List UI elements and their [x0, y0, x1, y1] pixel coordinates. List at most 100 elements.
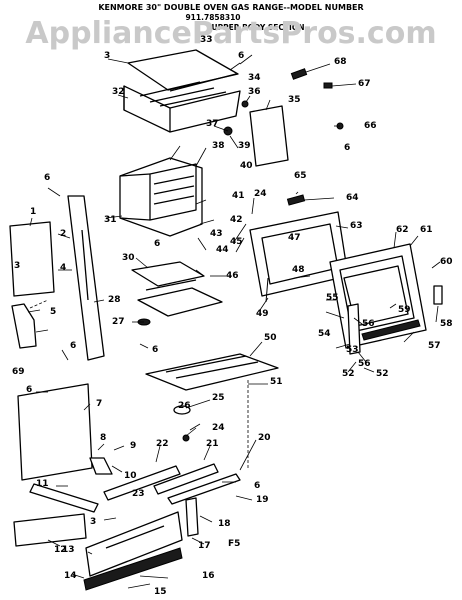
callout-44: 44 — [216, 245, 229, 255]
callout-52: 52 — [376, 369, 389, 379]
callout-28: 28 — [108, 295, 121, 305]
callout-39: 39 — [238, 141, 251, 151]
callout-31: 31 — [104, 215, 117, 225]
callout-3: 3 — [14, 261, 20, 271]
callout-4: 4 — [60, 263, 66, 273]
callout-40: 40 — [240, 161, 253, 171]
callout-1: 1 — [30, 207, 36, 217]
callout-6: 6 — [44, 173, 50, 183]
callout-55: 55 — [326, 293, 339, 303]
callout-21: 21 — [206, 439, 219, 449]
glass-door-assembly — [329, 243, 443, 355]
callout-56: 56 — [362, 319, 375, 329]
oven-liner — [119, 157, 203, 237]
callout-45: 45 — [230, 237, 243, 247]
callout-labels: 1233345666666667891011121314151617181920… — [12, 35, 453, 597]
callout-6: 6 — [26, 385, 32, 395]
callout-48: 48 — [292, 265, 305, 275]
callout-27: 27 — [112, 317, 125, 327]
callout-6: 6 — [152, 345, 158, 355]
callout-12: 12 — [54, 545, 67, 555]
clip-8 — [89, 457, 113, 475]
lower-side-panel-7 — [17, 383, 93, 481]
callout-49: 49 — [256, 309, 269, 319]
callout-63: 63 — [350, 221, 363, 231]
bracket-17 — [185, 497, 199, 537]
callout-25: 25 — [212, 393, 225, 403]
callout-20: 20 — [258, 433, 271, 443]
callout-9: 9 — [130, 441, 136, 451]
callout-30: 30 — [122, 253, 135, 263]
callout-68: 68 — [334, 57, 347, 67]
side-panel-1 — [9, 221, 55, 297]
callout-53: 53 — [346, 345, 359, 355]
callout-66: 66 — [364, 121, 377, 131]
callout-3: 3 — [90, 517, 96, 527]
oven-door-frame-63 — [249, 211, 349, 303]
callout-23: 23 — [132, 489, 145, 499]
handle-64 — [286, 194, 306, 206]
callout-6: 6 — [154, 239, 160, 249]
watermark: AppliancePartsPros.com — [25, 16, 436, 51]
bracket-69 — [11, 303, 37, 349]
callout-F5: F5 — [228, 539, 240, 549]
callout-59: 59 — [398, 305, 411, 315]
callout-54: 54 — [318, 329, 331, 339]
callout-5: 5 — [50, 307, 56, 317]
callout-26: 26 — [178, 401, 191, 411]
callout-67: 67 — [358, 79, 371, 89]
callout-19: 19 — [256, 495, 269, 505]
callout-62: 62 — [396, 225, 409, 235]
callout-16: 16 — [202, 571, 215, 581]
bracket-12 — [13, 513, 87, 547]
callout-2: 2 — [60, 229, 66, 239]
callout-35: 35 — [288, 95, 301, 105]
callout-34: 34 — [248, 73, 261, 83]
callout-65: 65 — [294, 171, 307, 181]
bracket-68 — [290, 68, 308, 80]
clip-67 — [323, 82, 333, 89]
callout-52: 52 — [342, 369, 355, 379]
bracket-11 — [29, 483, 99, 513]
callout-42: 42 — [230, 215, 243, 225]
callout-32: 32 — [112, 87, 125, 97]
rail-20 — [167, 473, 241, 505]
callout-3: 3 — [104, 51, 110, 61]
dashed-guide — [29, 299, 49, 309]
callout-11: 11 — [36, 479, 49, 489]
diagram-title: KENMORE 30" DOUBLE OVEN GAS RANGE--MODEL… — [98, 3, 363, 12]
callout-14: 14 — [64, 571, 77, 581]
bottom-panel-50 — [145, 353, 279, 391]
callout-36: 36 — [248, 87, 261, 97]
section-title: UPPER BODY SECTION — [212, 23, 305, 32]
callout-38: 38 — [212, 141, 225, 151]
callout-69: 69 — [12, 367, 25, 377]
callout-60: 60 — [440, 257, 453, 267]
callout-13: 13 — [62, 545, 75, 555]
callout-33: 33 — [200, 35, 213, 45]
callout-37: 37 — [206, 119, 219, 129]
callout-57: 57 — [428, 341, 441, 351]
grille-14 — [83, 547, 183, 591]
top-cover-assembly — [123, 49, 241, 133]
callout-50: 50 — [264, 333, 277, 343]
callout-61: 61 — [420, 225, 433, 235]
callout-15: 15 — [154, 587, 167, 597]
callout-18: 18 — [218, 519, 231, 529]
callout-6: 6 — [238, 51, 244, 61]
leader-lines — [27, 54, 441, 589]
model-number: 911.7858310 — [185, 13, 240, 22]
rail-21 — [153, 463, 219, 495]
top-panel-33 — [127, 49, 239, 91]
broiler-assembly — [131, 261, 223, 326]
callout-7: 7 — [96, 399, 102, 409]
callout-8: 8 — [100, 433, 106, 443]
callout-6: 6 — [254, 481, 260, 491]
callout-24: 24 — [212, 423, 225, 433]
callout-22: 22 — [156, 439, 169, 449]
callout-10: 10 — [124, 471, 137, 481]
callout-6: 6 — [70, 341, 76, 351]
callout-6: 6 — [344, 143, 350, 153]
callout-56: 56 — [358, 359, 371, 369]
